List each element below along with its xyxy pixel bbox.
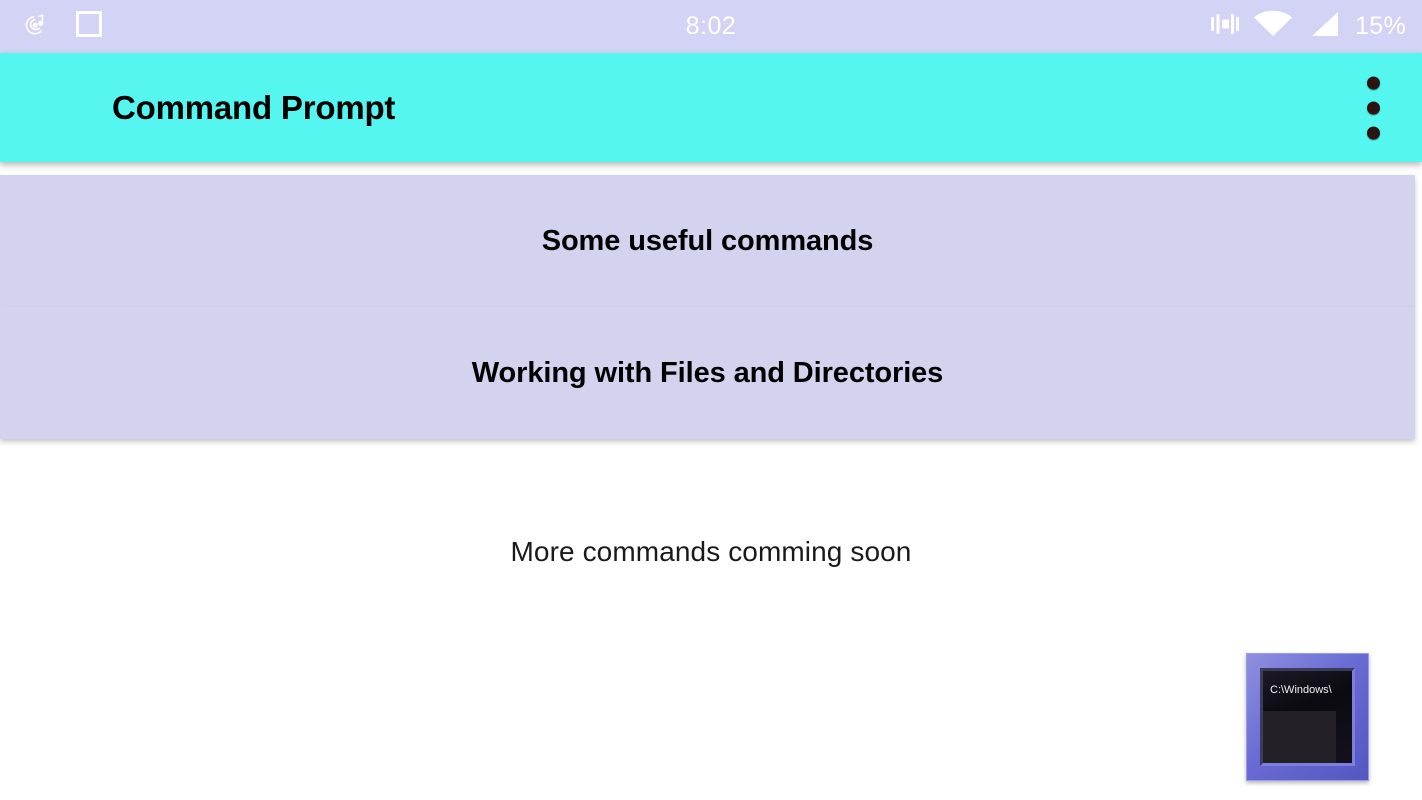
command-prompt-icon-screen: C:\Windows\	[1260, 668, 1355, 766]
app-square-icon	[74, 9, 104, 44]
media-music-icon	[22, 8, 54, 45]
command-prompt-icon[interactable]: C:\Windows\	[1246, 653, 1369, 781]
coming-soon-note: More commands comming soon	[510, 536, 912, 567]
command-prompt-path-text: C:\Windows\	[1270, 684, 1332, 696]
card-label: Some useful commands	[541, 224, 874, 257]
overflow-dot-3	[1367, 126, 1380, 139]
wifi-icon	[1253, 9, 1293, 44]
cellular-signal-icon	[1307, 9, 1341, 44]
vibrate-icon	[1209, 9, 1240, 44]
overflow-dot-1	[1367, 76, 1380, 89]
overflow-menu-button[interactable]	[1367, 76, 1380, 139]
card-label: Working with Files and Directories	[471, 356, 944, 389]
status-bar-clock: 8:02	[685, 12, 737, 40]
status-bar-left-icons	[0, 8, 104, 45]
card-working-with-files-and-directories[interactable]: Working with Files and Directories	[0, 307, 1415, 439]
app-bar: Command Prompt	[0, 53, 1422, 162]
overflow-dot-2	[1367, 101, 1380, 114]
status-bar: 8:02	[0, 0, 1422, 53]
battery-percent-label: 15%	[1355, 12, 1406, 40]
card-some-useful-commands[interactable]: Some useful commands	[0, 175, 1415, 307]
app-title: Command Prompt	[112, 88, 396, 126]
status-bar-right-icons: 15%	[1209, 9, 1406, 44]
